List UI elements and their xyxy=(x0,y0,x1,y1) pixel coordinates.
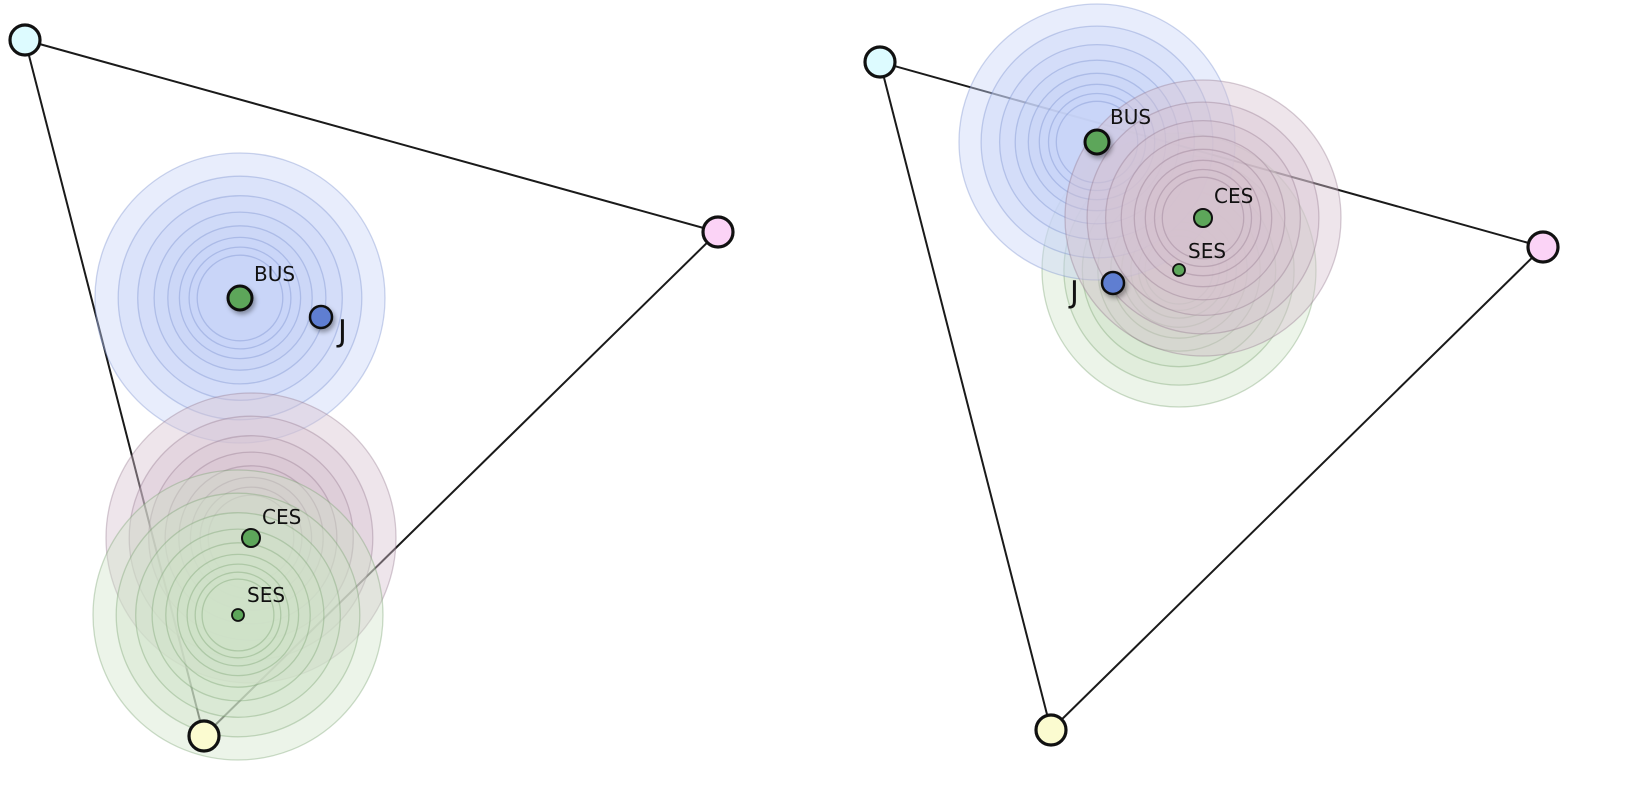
left-j-point xyxy=(308,304,334,330)
left-edge-right xyxy=(203,231,719,737)
right-edge-right xyxy=(1050,246,1544,731)
left-edge-top xyxy=(24,39,719,233)
right-edge-top xyxy=(879,61,1544,248)
left-ces-center xyxy=(241,528,261,548)
right-triangle xyxy=(879,61,1544,731)
right-ces-center xyxy=(1193,208,1213,228)
right-panel: BUS CES SES J xyxy=(863,3,1560,747)
left-edge-left xyxy=(24,39,205,737)
right-bus-center xyxy=(1083,128,1111,156)
right-edge-left xyxy=(879,61,1052,731)
right-ces-label: CES xyxy=(1214,184,1253,208)
left-vertex-top-left xyxy=(8,23,42,57)
right-ses-label: SES xyxy=(1188,239,1226,263)
right-j-label: J xyxy=(1068,275,1079,310)
left-ces-label: CES xyxy=(262,505,301,529)
left-bus-center xyxy=(226,284,254,312)
left-bus-label: BUS xyxy=(254,262,295,286)
left-panel: BUS CES SES J xyxy=(8,23,735,761)
right-bus-label: BUS xyxy=(1110,105,1151,129)
right-vertex-top-left xyxy=(863,45,897,79)
left-ses-label: SES xyxy=(247,583,285,607)
left-vertex-bottom xyxy=(187,719,221,753)
left-j-label: J xyxy=(336,314,347,349)
right-vertex-right xyxy=(1526,230,1560,264)
left-vertex-right xyxy=(701,215,735,249)
right-j-point xyxy=(1100,270,1126,296)
right-vertex-bottom xyxy=(1034,713,1068,747)
right-ses-center xyxy=(1172,263,1186,277)
left-ses-center xyxy=(231,608,245,622)
left-triangle xyxy=(24,39,719,737)
